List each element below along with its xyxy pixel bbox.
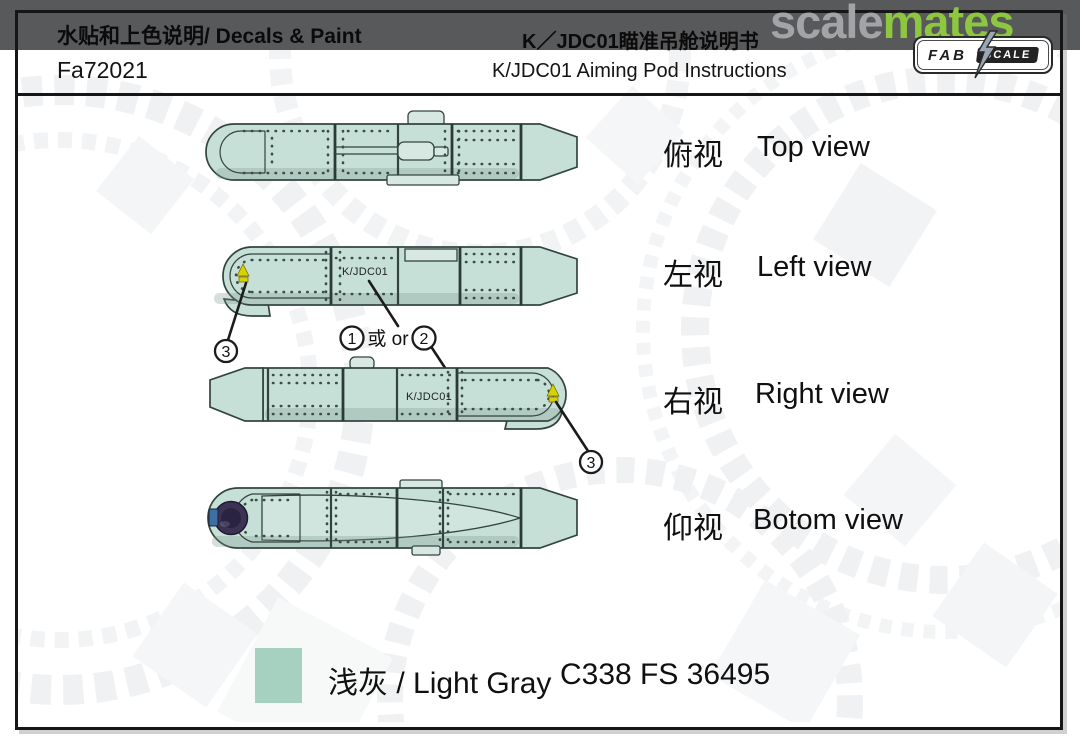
paint-name: 浅灰 / Light Gray [328, 667, 552, 700]
right-view-tail-cone [209, 367, 264, 422]
fabscale-logo-inner: FAB SCALE [917, 40, 1049, 70]
label-right-view-cn: 右视 [663, 386, 723, 419]
marker-2-number: 2 [420, 331, 429, 348]
label-left-view-cn: 左视 [663, 259, 723, 292]
sheet-title: 水贴和上色说明/ Decals & Paint [57, 25, 362, 48]
left-view-pylon-recess [404, 248, 458, 262]
marker-circle-3-right [578, 449, 604, 475]
marker-1-number: 1 [348, 331, 357, 348]
marker-circle-3-left [213, 338, 239, 364]
sheet-border-frame [15, 10, 1063, 730]
top-view-lower-rail [386, 174, 460, 186]
marker-3-left-number: 3 [222, 344, 231, 361]
pod-top-view-drawing [205, 110, 578, 186]
label-bottom-view-en: Botom view [753, 504, 903, 536]
marker-3-right-number: 3 [587, 455, 596, 472]
logo-fab-text: FAB [928, 46, 967, 64]
header-divider-line [15, 93, 1063, 96]
or-text: 或 or [367, 328, 409, 350]
label-left-view-en: Left view [757, 251, 872, 283]
subtitle-english: K/JDC01 Aiming Pod Instructions [492, 60, 787, 82]
decal-callouts: 3 1 或 or 2 [213, 279, 459, 388]
marker-circle-1 [339, 325, 365, 351]
header-band [0, 0, 1080, 50]
pod-marking-decal-left: K/JDC01 [342, 266, 388, 278]
label-top-view-cn: 俯视 [663, 139, 723, 172]
paint-color-swatch [255, 648, 302, 703]
warning-decal-left [236, 263, 250, 283]
right-view-body [262, 367, 567, 422]
bottom-view-lower-lug [411, 545, 441, 556]
top-view-body [205, 123, 522, 181]
watermark-scale-text: scale [770, 0, 884, 48]
lightning-bolt-icon [974, 30, 999, 79]
callout-line-3-right [554, 400, 590, 453]
warning-decal-right [546, 383, 560, 403]
marker-circle-2 [411, 325, 437, 351]
sensor-window [208, 508, 219, 527]
label-bottom-view-cn: 仰视 [663, 512, 723, 545]
product-code: Fa72021 [57, 57, 148, 83]
callout-line-3-left [226, 281, 248, 342]
label-right-view-en: Right view [755, 378, 889, 410]
paint-code: C338 FS 36495 [560, 658, 771, 691]
callout-line-1 [367, 279, 400, 328]
pod-bottom-view-drawing [207, 479, 578, 556]
pod-left-view-drawing: K/JDC01 [214, 246, 578, 317]
sensor-lens [221, 508, 241, 528]
label-top-view-en: Top view [757, 131, 870, 163]
fabscale-logo: FAB SCALE [913, 30, 1053, 79]
subtitle-chinese: K／JDC01瞄准吊舱说明书 [522, 31, 759, 53]
pod-marking-decal-right: K/JDC01 [406, 391, 452, 403]
pod-right-view-drawing: K/JDC01 3 [209, 356, 604, 475]
